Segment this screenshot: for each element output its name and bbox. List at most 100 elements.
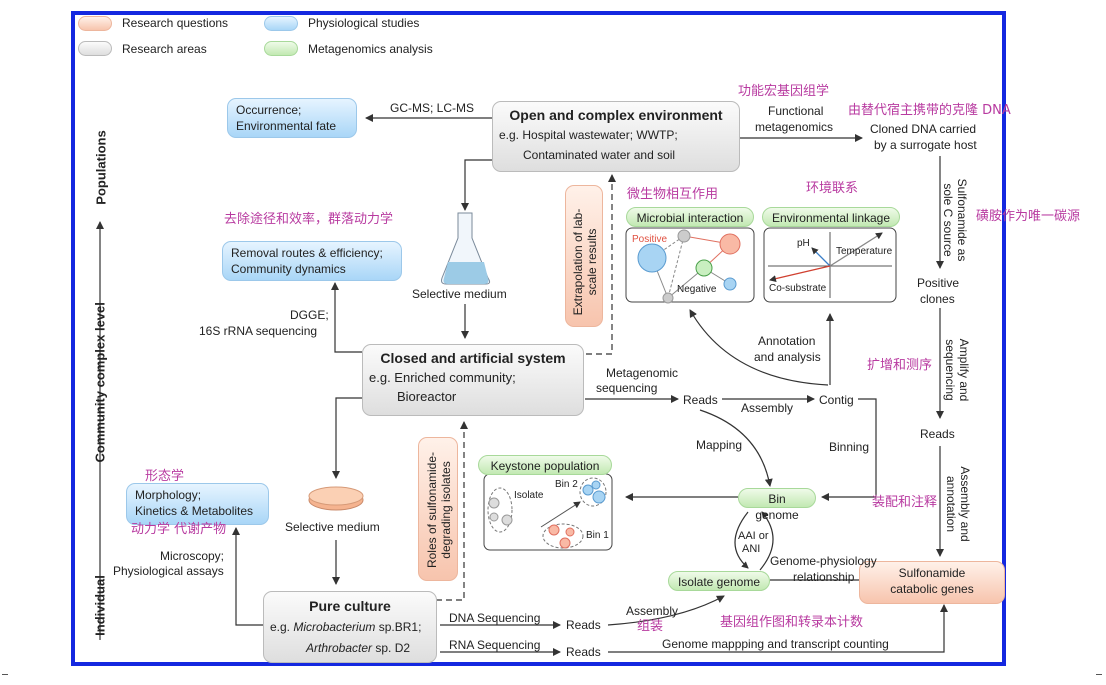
- cloned-dna-line2: by a surrogate host: [874, 138, 977, 152]
- amplify-line1: Amplify and: [957, 338, 971, 402]
- occurrence-box: Occurrence; Environmental fate: [227, 98, 357, 138]
- negative-label: Negative: [677, 284, 717, 295]
- dgge-line1: DGGE;: [290, 308, 329, 322]
- isolate-genome-box: Isolate genome: [668, 571, 770, 591]
- roles-text: Roles of sulfonamide- degrading isolates: [425, 438, 453, 582]
- closed-system-line2: Bioreactor: [397, 389, 457, 404]
- pure-culture-genus1: Microbacterium: [293, 620, 376, 634]
- pure-culture-genus2: Arthrobacter: [306, 641, 373, 655]
- reads-right-label: Reads: [920, 427, 955, 441]
- roles-line2: degrading isolates: [439, 461, 453, 559]
- pure-culture-prefix: e.g.: [270, 620, 294, 634]
- aai-line1: AAI or: [738, 530, 769, 542]
- zh-microbial-interaction: 微生物相互作用: [627, 187, 719, 202]
- environmental-linkage-label: Environmental linkage: [762, 207, 900, 227]
- roles-box: Roles of sulfonamide- degrading isolates: [418, 437, 458, 581]
- extrapolation-line1: Extrapolation of lab-: [571, 208, 585, 316]
- dna-sequencing-label: DNA Sequencing: [449, 611, 541, 625]
- removal-box: Removal routes & efficiency; Community d…: [222, 241, 402, 281]
- metagenomic-seq-line1: Metagenomic: [606, 366, 679, 380]
- morphology-line1: Morphology;: [135, 488, 202, 502]
- assembly-annot-line1: Assembly and: [958, 466, 972, 542]
- open-environment-line1: e.g. Hospital wastewater; WWTP;: [499, 128, 678, 142]
- microbial-interaction-label: Microbial interaction: [626, 207, 754, 227]
- open-environment-line2: Contaminated water and soil: [523, 148, 676, 162]
- bin2-label: Bin 2: [555, 479, 578, 490]
- isolate-label: Isolate: [514, 490, 544, 501]
- legend-metagenomics-analysis: Metagenomics analysis: [308, 42, 433, 56]
- positive-clones-line1: Positive: [917, 276, 960, 290]
- ph-label: pH: [797, 238, 810, 249]
- axis-title: Community complex level: [92, 302, 108, 463]
- legend-physiological-studies: Physiological studies: [308, 16, 420, 30]
- extrapolation-text: Extrapolation of lab- scale results: [571, 191, 599, 333]
- selective-medium-top-label: Selective medium: [412, 287, 507, 301]
- legend-swatch-research-areas: [78, 41, 112, 56]
- temperature-label: Temperature: [836, 246, 893, 257]
- sole-c-line2: sole C source: [941, 183, 955, 257]
- rna-sequencing-label: RNA Sequencing: [449, 638, 541, 652]
- amplify-line2: sequencing: [943, 339, 957, 401]
- pure-culture-box: Pure culture e.g. Microbacterium sp.BR1;…: [263, 591, 437, 663]
- zh-kinetics: 动力学 代谢产物: [131, 522, 227, 537]
- microscopy-line2: Physiological assays: [113, 564, 224, 578]
- occurrence-line2: Environmental fate: [236, 119, 337, 133]
- assembly-annotation-label: Assembly and annotation: [944, 456, 972, 552]
- sole-c-source-label: Sulfonamide as sole C source: [941, 170, 969, 270]
- zh-genome-mapping: 基因组作图和转录本计数: [720, 615, 864, 630]
- sulfonamide-genes-line2: catabolic genes: [890, 582, 974, 596]
- genome-mapping-label: Genome mappping and transcript counting: [662, 637, 889, 651]
- amplify-sequencing-label: Amplify and sequencing: [943, 327, 971, 413]
- pure-culture-title: Pure culture: [309, 598, 391, 614]
- corner-mark-right: [1096, 674, 1102, 675]
- cosubstrate-label: Co-substrate: [769, 283, 827, 294]
- sole-c-line1: Sulfonamide as: [955, 178, 969, 262]
- axis-top-label: Populations: [93, 130, 109, 205]
- morphology-line2: Kinetics & Metabolites: [135, 504, 254, 518]
- axis-bottom-label: Individual: [92, 575, 108, 636]
- contig-label: Contig: [819, 393, 854, 407]
- assembly-mid-label: Assembly: [741, 401, 794, 415]
- zh-sole-c: 磺胺作为唯一碳源: [976, 209, 1081, 224]
- closed-system-line1: e.g. Enriched community;: [369, 370, 516, 385]
- aai-line2: ANI: [742, 543, 761, 555]
- cloned-dna-line1: Cloned DNA carried: [870, 122, 977, 136]
- bin-genome-box: Bin genome: [738, 488, 816, 522]
- roles-line1: Roles of sulfonamide-: [425, 451, 439, 569]
- sulfonamide-genes-box: Sulfonamide catabolic genes: [859, 561, 1005, 604]
- binning-label: Binning: [829, 440, 870, 454]
- zh-amplify: 扩增和测序: [867, 358, 933, 373]
- open-environment-box: Open and complex environment e.g. Hospit…: [492, 101, 740, 172]
- zh-morphology: 形态学: [145, 469, 185, 484]
- positive-clones-line2: clones: [920, 292, 955, 306]
- sulfonamide-genes-line1: Sulfonamide: [898, 566, 966, 580]
- functional-metagenomics-line2: metagenomics: [755, 120, 834, 134]
- legend-swatch-metagenomics-analysis: [264, 41, 298, 56]
- metagenomic-seq-line2: sequencing: [596, 381, 658, 395]
- zh-assembly-bottom: 组装: [637, 619, 664, 634]
- annotation-line1: Annotation: [758, 334, 816, 348]
- corner-mark-left: [2, 674, 8, 675]
- mapping-label: Mapping: [696, 438, 743, 452]
- pure-culture-suffix2: sp. D2: [372, 641, 411, 655]
- morphology-box: Morphology; Kinetics & Metabolites: [126, 483, 269, 525]
- functional-metagenomics-line1: Functional: [768, 104, 824, 118]
- removal-line2: Community dynamics: [231, 262, 346, 276]
- legend-swatch-research-questions: [78, 16, 112, 31]
- zh-assembly-annot: 装配和注释: [872, 495, 938, 510]
- closed-system-title: Closed and artificial system: [380, 350, 566, 366]
- gcms-label: GC-MS; LC-MS: [390, 101, 474, 115]
- legend-swatch-physiological-studies: [264, 16, 298, 31]
- closed-system-box: Closed and artificial system e.g. Enrich…: [362, 344, 584, 416]
- zh-cloned-dna: 由替代宿主携带的克隆 DNA: [848, 103, 1011, 118]
- keystone-population-label: Keystone population: [478, 455, 612, 475]
- dgge-line2: 16S rRNA sequencing: [199, 324, 318, 338]
- occurrence-line1: Occurrence;: [236, 103, 302, 117]
- legend-research-areas: Research areas: [122, 42, 207, 56]
- annotation-line2: and analysis: [754, 350, 821, 364]
- assembly-annot-line2: annotation: [944, 475, 958, 533]
- open-environment-title: Open and complex environment: [509, 107, 723, 123]
- genome-physiology-line2: relationship: [793, 570, 855, 584]
- selective-medium-bottom-label: Selective medium: [285, 520, 380, 534]
